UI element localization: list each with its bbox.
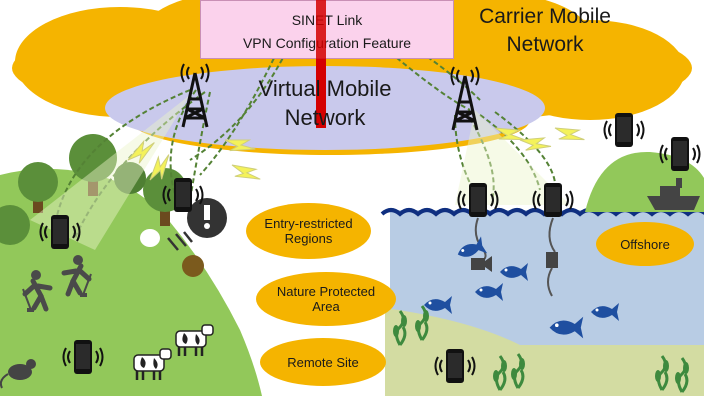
buoy-sensor-icon [471, 217, 558, 297]
remote-site-pill: Remote Site [260, 338, 386, 386]
remote-site-label: Remote Site [287, 354, 359, 370]
entry-restricted-line1: Entry-restricted [264, 216, 353, 231]
ship-icon [647, 178, 700, 210]
rat-icon [0, 359, 36, 389]
seabed [385, 308, 704, 396]
virtual-network-subtitle: Network [284, 105, 366, 130]
carrier-network-title: Carrier Mobile [479, 5, 611, 28]
nature-protected-line1: Nature Protected [276, 284, 376, 299]
offshore-pill: Offshore [596, 222, 694, 266]
sinet-config-box [200, 0, 454, 59]
carrier-network-subtitle: Network [506, 33, 584, 56]
sinet-link-label: SINET Link [291, 12, 363, 28]
sinet-link-line-overlay [316, 0, 326, 59]
offshore-label: Offshore [620, 236, 670, 252]
sinet-link-line [316, 0, 326, 128]
vpn-config-label: VPN Configuration Feature [242, 35, 412, 51]
nature-protected-line2: Area [312, 299, 340, 314]
entry-restricted-line2: Regions [284, 231, 333, 246]
lightning-icon [227, 154, 264, 191]
warning-icon [140, 198, 227, 277]
lightning-icon [550, 116, 588, 153]
virtual-network-title: Virtual Mobile [258, 76, 392, 101]
